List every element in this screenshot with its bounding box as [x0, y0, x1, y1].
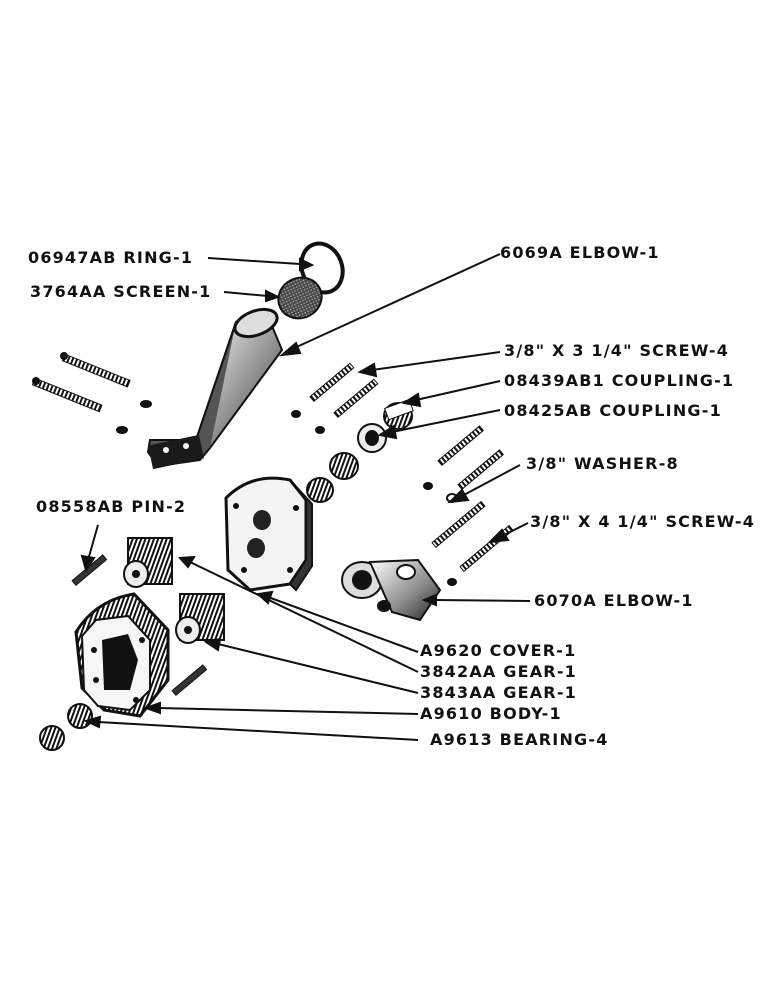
callout-screw-4-25: 3/8" X 4 1/4" SCREW-4 [530, 512, 756, 531]
cover-part [224, 476, 313, 592]
callout-coupling-2: 08425AB COUPLING-1 [504, 401, 722, 420]
upper-elbow-part [146, 307, 284, 470]
callout-pin: 08558AB PIN-2 [36, 497, 187, 516]
ring-part [299, 241, 345, 295]
callout-screen: 3764AA SCREEN-1 [30, 282, 212, 301]
couplings [306, 398, 414, 503]
bearings [39, 703, 93, 751]
callout-washer: 3/8" WASHER-8 [526, 454, 679, 473]
middle-screws [291, 362, 379, 434]
callout-ring: 06947AB RING-1 [28, 248, 194, 267]
long-screws-left [31, 352, 152, 434]
lower-elbow-part [341, 558, 442, 622]
callout-screw-3-25: 3/8" X 3 1/4" SCREW-4 [504, 341, 730, 360]
right-screws [423, 425, 514, 586]
leader-lines [80, 253, 531, 741]
callout-body: A9610 BODY-1 [420, 704, 562, 723]
callout-gear-1: 3842AA GEAR-1 [420, 662, 578, 681]
callout-bearing: A9613 BEARING-4 [430, 730, 609, 749]
callout-upper-elbow: 6069A ELBOW-1 [500, 243, 660, 262]
gear-2-part [175, 593, 225, 644]
callout-lower-elbow: 6070A ELBOW-1 [534, 591, 694, 610]
callout-cover: A9620 COVER-1 [420, 641, 577, 660]
gear-1-part [123, 537, 173, 588]
screen-part [277, 276, 323, 320]
callout-gear-2: 3843AA GEAR-1 [420, 683, 578, 702]
callout-coupling-1: 08439AB1 COUPLING-1 [504, 371, 735, 390]
body-part [74, 592, 170, 718]
